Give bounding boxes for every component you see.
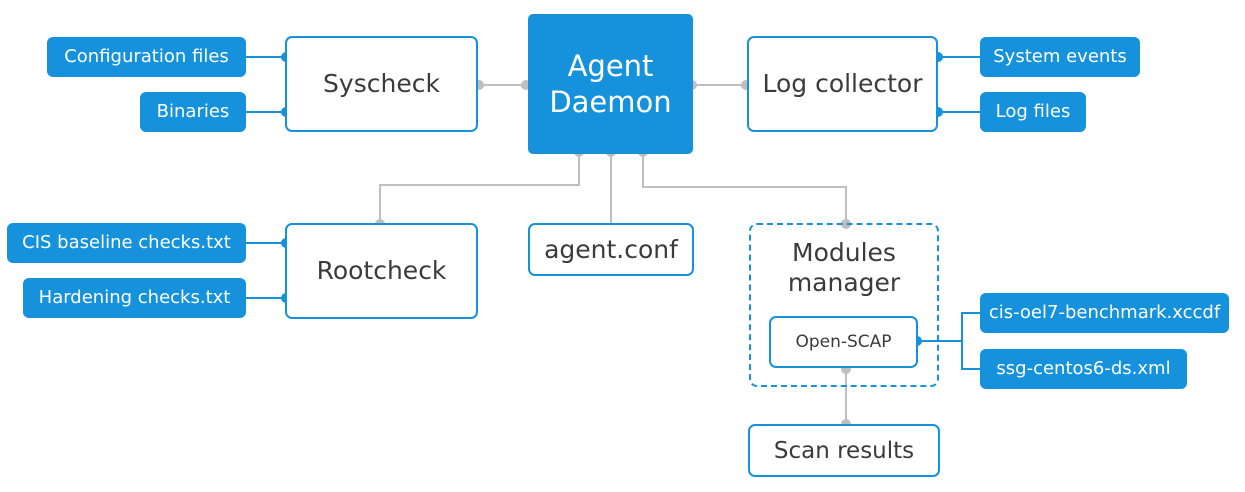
- open-scap-label: Open-SCAP: [795, 332, 892, 352]
- cis-oel7-label: cis-oel7-benchmark.xccdf: [988, 302, 1221, 323]
- configuration-files-box: Configuration files: [47, 37, 246, 77]
- system-events-label: System events: [993, 46, 1127, 67]
- connector-agent-modules: [642, 152, 847, 223]
- cis-oel7-box: cis-oel7-benchmark.xccdf: [980, 293, 1229, 333]
- hardening-label: Hardening checks.txt: [38, 287, 231, 308]
- agent-conf-label: agent.conf: [544, 234, 678, 264]
- agent-daemon-line1: Agent: [567, 48, 654, 83]
- binaries-label: Binaries: [156, 101, 230, 122]
- scan-results-label: Scan results: [773, 437, 915, 464]
- connector-openscap-benchmarks: [918, 312, 980, 342]
- syscheck-node: Syscheck: [285, 36, 478, 132]
- log-collector-label: Log collector: [762, 69, 923, 99]
- ssg-centos6-box: ssg-centos6-ds.xml: [980, 349, 1187, 389]
- log-collector-node: Log collector: [747, 36, 938, 132]
- scan-results-node: Scan results: [748, 424, 940, 477]
- connector-agent-rootcheck: [379, 152, 580, 223]
- rootcheck-label: Rootcheck: [316, 256, 447, 286]
- log-files-label: Log files: [995, 101, 1071, 122]
- modules-manager-group: [749, 223, 939, 387]
- ssg-centos6-label: ssg-centos6-ds.xml: [996, 358, 1171, 379]
- cis-baseline-box: CIS baseline checks.txt: [7, 223, 246, 263]
- binaries-box: Binaries: [140, 92, 246, 132]
- syscheck-label: Syscheck: [323, 69, 440, 99]
- configuration-files-label: Configuration files: [64, 46, 229, 67]
- modules-manager-line2: manager: [787, 268, 901, 297]
- agent-daemon-line2: Daemon: [549, 85, 672, 119]
- agent-conf-node: agent.conf: [528, 223, 694, 276]
- open-scap-node: Open-SCAP: [769, 316, 918, 368]
- log-files-box: Log files: [980, 92, 1086, 132]
- rootcheck-node: Rootcheck: [285, 223, 478, 319]
- modules-manager-line1: Modules: [792, 238, 896, 267]
- connector-openscap-ssg: [961, 341, 980, 370]
- hardening-box: Hardening checks.txt: [23, 278, 246, 318]
- system-events-box: System events: [980, 37, 1140, 77]
- agent-daemon-node: Agent Daemon: [528, 14, 693, 154]
- cis-baseline-label: CIS baseline checks.txt: [22, 232, 231, 253]
- modules-manager-title: Modules manager: [749, 238, 939, 298]
